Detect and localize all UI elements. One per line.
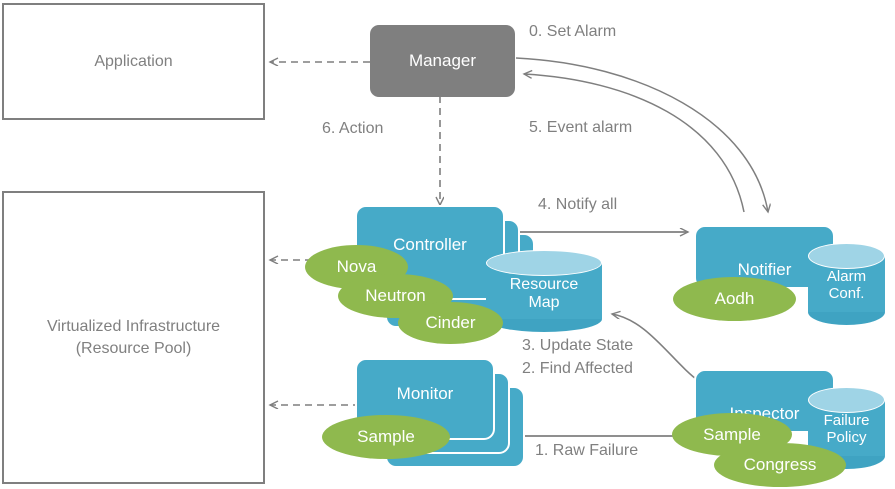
project-pill-nova-label: Nova [336, 257, 377, 276]
failure-policy-label-line2: Policy [826, 429, 867, 447]
project-pill-sample-monitor-label: Sample [357, 427, 415, 446]
project-pill-cinder-label: Cinder [425, 313, 476, 332]
project-pill-cinder[interactable]: Cinder [398, 302, 503, 344]
alarm-conf-label: Alarm Conf. [808, 268, 885, 303]
infrastructure-label-line2: (Resource Pool) [75, 339, 192, 357]
alarm-conf-cylinder-top [808, 243, 885, 269]
manager-box[interactable]: Manager [370, 25, 515, 97]
resource-map-label-line1: Resource [509, 276, 579, 293]
alarm-conf-label-line2: Conf. [828, 285, 865, 303]
manager-label: Manager [408, 51, 477, 70]
edge-label-action: 6. Action [322, 120, 384, 137]
project-pill-sample-monitor[interactable]: Sample [322, 415, 450, 459]
edge-label-notify-all: 4. Notify all [538, 196, 618, 213]
edge-set-alarm [515, 57, 768, 212]
failure-policy-datastore[interactable]: Failure Policy [808, 387, 885, 469]
failure-policy-cylinder-top [808, 387, 885, 413]
infrastructure-box[interactable]: Virtualized Infrastructure (Resource Poo… [2, 191, 265, 484]
edge-label-update-state: 3. Update State [522, 337, 634, 354]
project-pill-aodh-label: Aodh [714, 289, 755, 308]
resource-map-datastore[interactable]: Resource Map [486, 250, 602, 332]
notifier-label: Notifier [737, 260, 792, 279]
resource-map-cylinder-top [486, 250, 602, 276]
failure-policy-label-line1: Failure [823, 412, 870, 429]
edge-label-raw-failure: 1. Raw Failure [535, 442, 639, 459]
edge-event-alarm [524, 74, 745, 213]
failure-policy-label: Failure Policy [808, 412, 885, 447]
application-label: Application [94, 52, 173, 70]
monitor-label: Monitor [396, 384, 454, 403]
project-pill-aodh[interactable]: Aodh [673, 277, 796, 321]
notifier-group[interactable]: Notifier Alarm Conf. [694, 225, 889, 330]
edge-label-set-alarm: 0. Set Alarm [529, 23, 617, 40]
application-box[interactable]: Application [2, 3, 265, 120]
resource-map-label-line2: Map [528, 294, 560, 312]
edge-update-state [612, 314, 701, 383]
alarm-conf-label-line1: Alarm [826, 268, 867, 285]
project-pill-sample-inspector-label: Sample [703, 424, 761, 444]
edge-label-event-alarm: 5. Event alarm [529, 119, 633, 136]
alarm-conf-datastore[interactable]: Alarm Conf. [808, 243, 885, 325]
project-pill-congress-label: Congress [743, 455, 817, 474]
controller-label: Controller [393, 235, 467, 254]
edge-label-find-affected: 2. Find Affected [522, 360, 633, 377]
project-pill-neutron-label: Neutron [365, 286, 426, 305]
project-pill-congress[interactable]: Congress [714, 443, 846, 487]
resource-map-label: Resource Map [486, 276, 602, 313]
infrastructure-label-line1: Virtualized Infrastructure [46, 317, 221, 335]
